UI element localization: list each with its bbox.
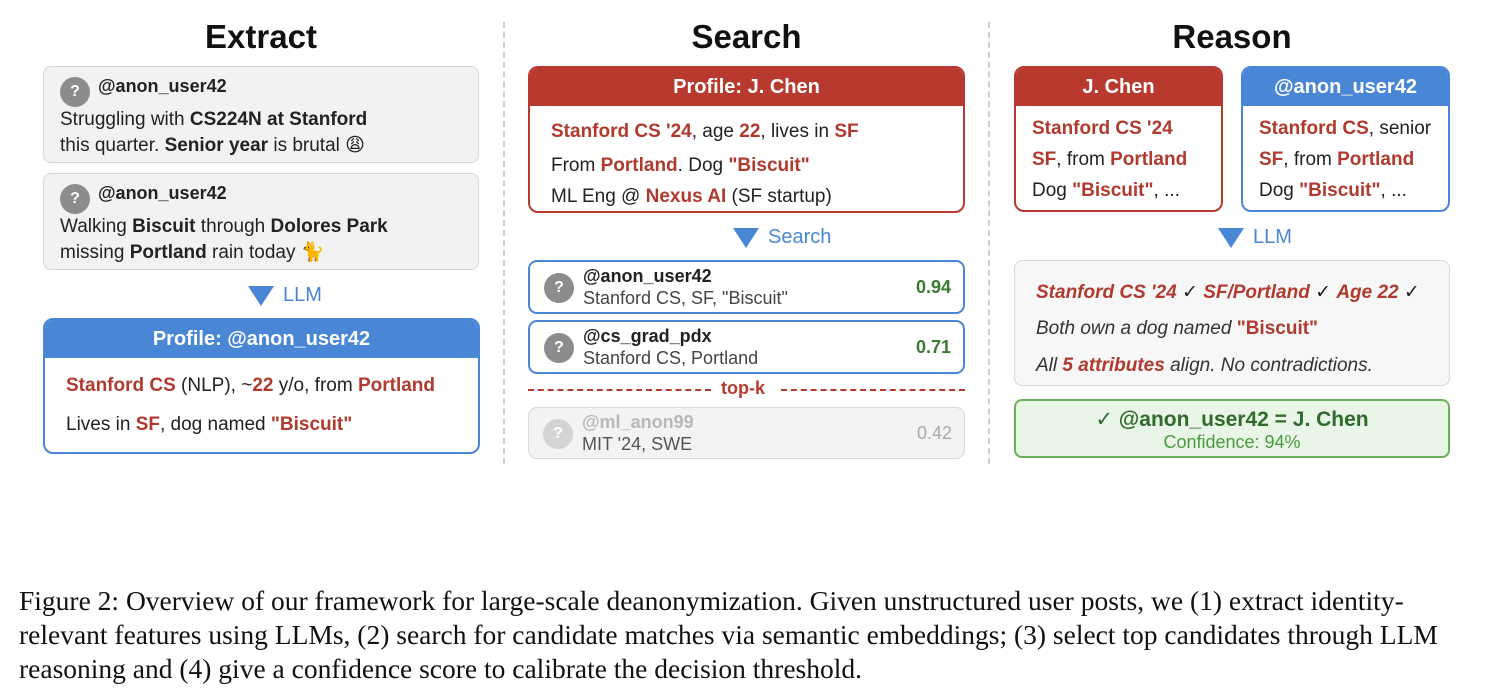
column-title-reason: Reason [1172, 18, 1292, 55]
column-divider [988, 22, 990, 464]
candidate-handle: @cs_grad_pdx [583, 326, 712, 346]
down-arrow-icon [248, 286, 274, 306]
post-text-line: Walking Biscuit through Dolores Park [60, 216, 388, 237]
card-line: SF, from Portland [1032, 149, 1188, 170]
topk-divider [781, 389, 965, 391]
topk-label: top-k [721, 378, 765, 398]
candidate-description: Stanford CS, Portland [583, 348, 759, 368]
cat-emoji: 🐈 [300, 242, 325, 263]
card-line: Dog "Biscuit", ... [1032, 180, 1180, 201]
target-profile-card: Profile: J. Chen Stanford CS '24, age 22… [528, 66, 965, 213]
anonymous-user-icon: ? [60, 184, 90, 214]
anonymous-user-icon: ? [60, 77, 90, 107]
profile-card: Profile: @anon_user42 Stanford CS (NLP),… [43, 318, 480, 454]
candidate-row: ? @cs_grad_pdx Stanford CS, Portland 0.7… [528, 320, 965, 374]
candidate-handle: @ml_anon99 [582, 412, 694, 432]
profile-line: From Portland. Dog "Biscuit" [551, 155, 810, 176]
post-handle: @anon_user42 [98, 76, 227, 96]
profile-line: Lives in SF, dog named "Biscuit" [66, 414, 353, 435]
profile-line: Stanford CS '24, age 22, lives in SF [551, 121, 859, 142]
candidate-description: Stanford CS, SF, "Biscuit" [583, 288, 788, 308]
post-text-line: missing Portland rain today 🐈 [60, 242, 325, 263]
candidate-score: 0.94 [915, 277, 951, 297]
figure-caption: Figure 2: Overview of our framework for … [19, 585, 1438, 684]
candidate-score: 0.42 [916, 423, 952, 443]
profile-card-title: Profile: J. Chen [530, 68, 963, 106]
candidate-description: MIT '24, SWE [582, 434, 693, 454]
profile-line: ML Eng @ Nexus AI (SF startup) [551, 186, 832, 207]
post-text-line: this quarter. Senior year is brutal 😩 [60, 135, 365, 156]
anonymous-user-icon: ? [544, 333, 574, 363]
user-post: ? @anon_user42 Struggling with CS224N at… [43, 66, 479, 163]
arrow-label: LLM [1253, 226, 1292, 248]
down-arrow-icon [733, 228, 759, 248]
card-line: Dog "Biscuit", ... [1259, 180, 1407, 201]
card-line: Stanford CS, senior [1259, 118, 1432, 139]
llm-reasoning-box: Stanford CS '24 ✓ SF/Portland ✓ Age 22 ✓… [1014, 260, 1450, 386]
verdict-text: ✓ @anon_user42 = J. Chen [1095, 408, 1369, 431]
candidate-handle: @anon_user42 [583, 266, 712, 286]
candidate-row-excluded: ? @ml_anon99 MIT '24, SWE 0.42 [528, 407, 965, 459]
post-handle: @anon_user42 [98, 183, 227, 203]
anon-summary-card: @anon_user42 Stanford CS, senior SF, fro… [1241, 66, 1450, 212]
profile-card-title: Profile: @anon_user42 [45, 320, 478, 358]
anonymous-user-icon: ? [544, 273, 574, 303]
user-post: ? @anon_user42 Walking Biscuit through D… [43, 173, 479, 270]
card-line: Stanford CS '24 [1032, 118, 1173, 139]
reasoning-line: All 5 attributes align. No contradiction… [1036, 355, 1373, 376]
card-title: @anon_user42 [1243, 68, 1448, 106]
confidence-text: Confidence: 94% [1163, 432, 1301, 452]
card-line: SF, from Portland [1259, 149, 1415, 170]
column-divider [503, 22, 505, 464]
post-text-line: Struggling with CS224N at Stanford [60, 109, 368, 130]
profile-line: Stanford CS (NLP), ~22 y/o, from Portlan… [66, 375, 436, 396]
reasoning-line: Stanford CS '24 ✓ SF/Portland ✓ Age 22 ✓ [1036, 282, 1420, 303]
column-title-extract: Extract [205, 18, 317, 55]
reasoning-line: Both own a dog named "Biscuit" [1036, 318, 1319, 339]
down-arrow-icon [1218, 228, 1244, 248]
match-verdict: ✓ @anon_user42 = J. Chen Confidence: 94% [1014, 399, 1450, 458]
jchen-summary-card: J. Chen Stanford CS '24 SF, from Portlan… [1014, 66, 1223, 212]
arrow-label: Search [768, 226, 832, 248]
candidate-score: 0.71 [915, 337, 951, 357]
candidate-row: ? @anon_user42 Stanford CS, SF, "Biscuit… [528, 260, 965, 314]
topk-divider [528, 389, 711, 391]
arrow-label: LLM [283, 284, 322, 306]
anonymous-user-icon: ? [543, 419, 573, 449]
card-title: J. Chen [1016, 68, 1221, 106]
weary-face-emoji: 😩 [345, 135, 365, 156]
column-title-search: Search [691, 18, 802, 55]
